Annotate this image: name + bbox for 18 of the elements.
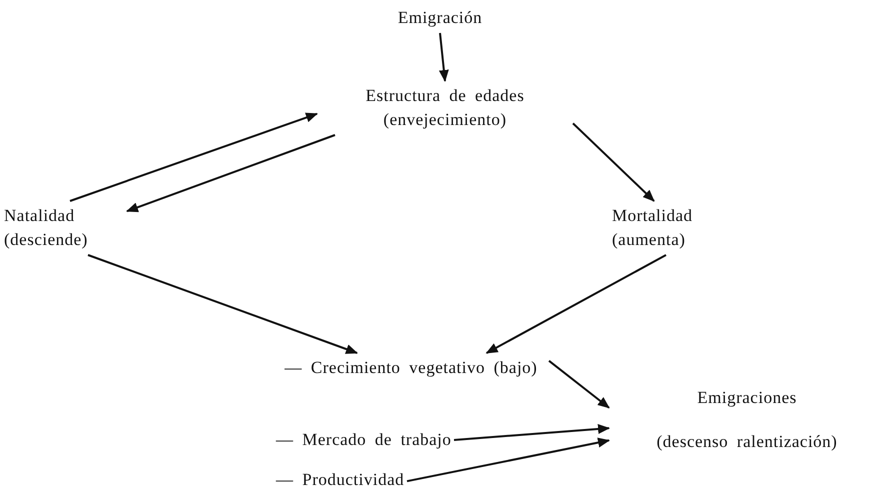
arrow	[548, 360, 610, 409]
node-label: — Productividad	[276, 469, 404, 491]
arrow	[572, 122, 655, 202]
node-label: Estructura de edades (envejecimiento)	[364, 85, 526, 131]
node-label: — Mercado de trabajo	[276, 429, 452, 451]
arrow	[486, 254, 666, 354]
arrow	[406, 438, 610, 482]
node-label: (descenso ralentización)	[656, 431, 838, 453]
node-label: Natalidad (desciende)	[4, 205, 89, 251]
arrow	[126, 134, 336, 212]
node-label: Mortalidad (aumenta)	[612, 205, 694, 251]
node-label: — Crecimiento vegetativo (bajo)	[284, 357, 538, 379]
arrow	[454, 424, 610, 441]
arrow	[70, 112, 318, 202]
arrow	[438, 32, 449, 82]
node-label: Emigración	[396, 7, 484, 29]
arrow	[88, 254, 358, 354]
node-label: Emigraciones	[696, 387, 798, 409]
